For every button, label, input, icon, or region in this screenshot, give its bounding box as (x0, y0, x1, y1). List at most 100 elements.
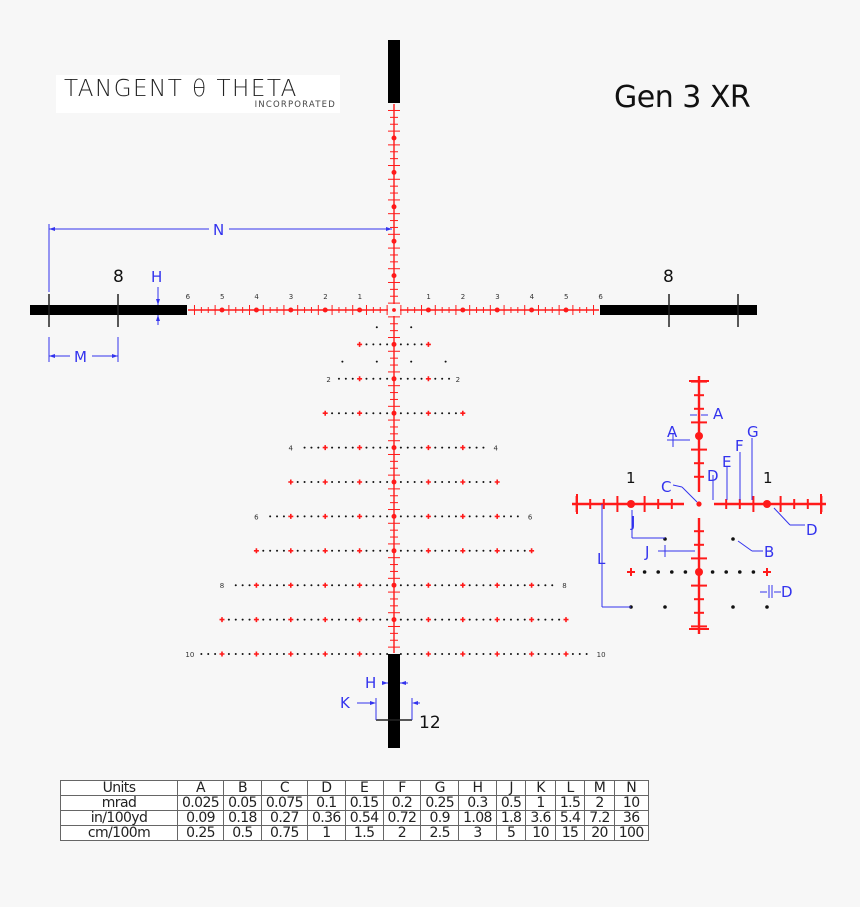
table-cell: 0.3 (458, 795, 497, 811)
left-post (30, 305, 187, 315)
table-cell: cm/100m (60, 825, 178, 841)
black-dot (468, 653, 471, 655)
black-dot (337, 377, 340, 380)
red-cross-marker (494, 548, 500, 554)
black-dot (262, 653, 265, 655)
black-dot (489, 549, 492, 552)
black-dot (406, 377, 409, 380)
black-dot (516, 584, 519, 587)
black-dot (372, 653, 375, 655)
black-dot (365, 446, 368, 449)
black-dot (399, 343, 402, 346)
black-dot (413, 584, 416, 587)
table-row-in-100yd: in/100yd 0.09 0.18 0.27 0.36 0.54 0.72 0… (60, 810, 649, 826)
black-dot (444, 360, 447, 363)
black-dot (351, 481, 354, 483)
red-cross-marker (529, 651, 535, 657)
black-dot (351, 584, 354, 587)
black-dot (372, 343, 375, 346)
table-cell: 0.075 (260, 795, 308, 811)
black-dot (331, 618, 334, 621)
black-dot (365, 549, 368, 552)
black-dot (454, 549, 457, 552)
black-dot (386, 412, 389, 415)
black-dot (448, 584, 451, 587)
red-cross-marker (322, 582, 328, 588)
row-label-left: 2 (326, 376, 330, 384)
black-dot (303, 446, 306, 449)
black-dot (406, 412, 409, 415)
red-cross-marker (563, 651, 569, 657)
table-cell: 20 (584, 825, 615, 841)
black-dot (262, 549, 265, 552)
black-dot (503, 515, 506, 518)
black-dot (269, 653, 272, 655)
black-dot (482, 481, 485, 483)
mil-dot (391, 204, 397, 210)
detail-one-right: 1 (763, 469, 773, 487)
table-cell: 2 (382, 825, 422, 841)
windage-label-left: 5 (220, 293, 224, 301)
black-dot (379, 584, 382, 587)
windage-label-left: 1 (358, 293, 362, 301)
black-dot (379, 549, 382, 552)
black-dot (413, 618, 416, 621)
black-dot (448, 446, 451, 449)
detail-label-D-bottom: D (781, 583, 793, 601)
black-dot (365, 515, 368, 518)
black-dot (454, 481, 457, 483)
black-dot (454, 653, 457, 655)
red-cross-marker (253, 548, 259, 554)
black-dot (331, 481, 334, 483)
mil-dot (391, 376, 397, 382)
detail-red-cross (763, 568, 771, 576)
black-dot (344, 377, 347, 380)
black-dot (296, 515, 299, 518)
table-cell: 0.025 (176, 795, 225, 811)
detail-black-dot (663, 605, 667, 609)
black-dot (351, 515, 354, 518)
black-dot (379, 412, 382, 415)
black-dot (337, 481, 340, 483)
red-cross-marker (460, 651, 466, 657)
black-dot (276, 618, 279, 621)
black-dot (441, 549, 444, 552)
red-cross-marker (357, 410, 363, 416)
table-header-cell: J (495, 780, 527, 796)
windage-label-right: 3 (495, 293, 499, 301)
dim-label-K: K (340, 694, 351, 712)
black-dot (551, 584, 554, 587)
black-dot (406, 653, 409, 655)
black-dot (420, 446, 423, 449)
red-cross-marker (529, 548, 535, 554)
black-dot (413, 481, 416, 483)
bottom-post-label: 12 (419, 713, 441, 733)
red-cross-marker (425, 479, 431, 485)
table-cell: 0.5 (495, 795, 527, 811)
black-dot (303, 481, 306, 483)
black-dot (262, 618, 265, 621)
black-dot (578, 653, 581, 655)
black-dot (303, 549, 306, 552)
row-label-right: 2 (456, 376, 460, 384)
red-cross-marker (322, 651, 328, 657)
red-cross-marker (219, 651, 225, 657)
black-dot (503, 549, 506, 552)
black-dot (317, 549, 320, 552)
black-dot (448, 481, 451, 483)
black-dot (386, 653, 389, 655)
black-dot (337, 584, 340, 587)
black-dot (420, 653, 423, 655)
black-dot (269, 515, 272, 518)
black-dot (434, 377, 437, 380)
black-dot (475, 618, 478, 621)
black-dot (523, 584, 526, 587)
windage-label-right: 5 (564, 293, 568, 301)
red-cross-marker (322, 548, 328, 554)
red-cross-marker (529, 617, 535, 623)
detail-label-J-2: J (644, 543, 649, 561)
black-dot (296, 653, 299, 655)
black-dot (406, 481, 409, 483)
row-label-left: 10 (185, 651, 194, 659)
black-dot (448, 515, 451, 518)
